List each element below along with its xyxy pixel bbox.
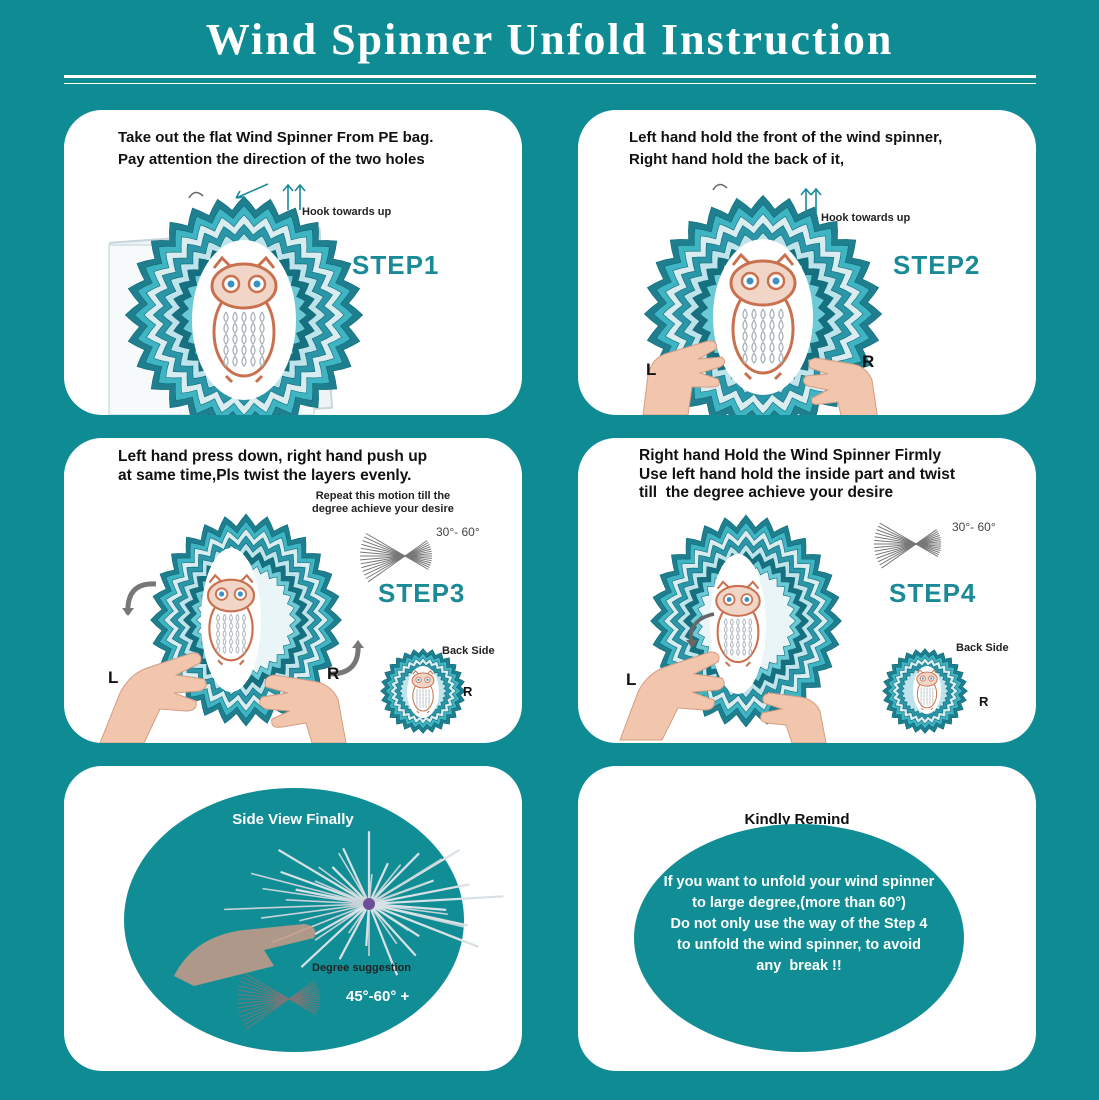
step3-label: STEP3 — [378, 578, 466, 608]
step3-back-mark: R — [463, 684, 473, 699]
rotate-arrow-icon — [329, 640, 364, 677]
step4-left-mark: L — [626, 670, 637, 689]
angle-fan-icon — [237, 972, 321, 1030]
step3-right-mark: R — [327, 664, 340, 683]
angle-fan-icon — [874, 522, 942, 569]
wind-spinner-owl-icon — [108, 191, 364, 415]
step1-line-2: Pay attention the direction of the two h… — [118, 151, 425, 168]
arrow-hint-icon — [235, 183, 269, 199]
step2-hook-note: Hook towards up — [821, 212, 911, 224]
step4-line-1: Right hand Hold the Wind Spinner Firmly — [639, 447, 942, 464]
step4-label: STEP4 — [889, 578, 977, 608]
step3-line-2: at same time,Pls twist the layers evenly… — [118, 467, 412, 484]
angle-fan-icon — [360, 533, 432, 583]
step1-label: STEP1 — [352, 250, 440, 280]
remind-text: If you want to unfold your wind spinner … — [663, 874, 935, 974]
wind-spinner-back-icon — [882, 648, 968, 734]
step2-panel: Left hand hold the front of the wind spi… — [578, 110, 1036, 415]
remind-oval: If you want to unfold your wind spinner … — [634, 824, 964, 1052]
step1-line-1: Take out the flat Wind Spinner From PE b… — [118, 129, 434, 146]
degree-suggestion-label: Degree suggestion — [312, 962, 412, 974]
hand-icon — [760, 692, 827, 743]
step4-back-mark: R — [979, 694, 989, 709]
wind-spinner-back-icon — [380, 648, 466, 734]
step4-angle: 30°- 60° — [952, 520, 996, 534]
step2-label: STEP2 — [893, 250, 981, 280]
spinner-side-view-icon — [174, 831, 504, 986]
step2-left-mark: L — [646, 360, 657, 379]
divider-top — [64, 75, 1036, 78]
wind-spinner-owl-icon — [150, 513, 342, 727]
hand-icon — [99, 652, 207, 743]
rotate-arrow-icon — [122, 581, 157, 616]
step2-right-mark: R — [862, 352, 875, 371]
arrow-up-icon — [282, 183, 306, 210]
step4-line-3: till the degree achieve your desire — [639, 484, 894, 501]
step3-panel: Left hand press down, right hand push up… — [64, 438, 522, 743]
hand-icon — [259, 674, 347, 743]
arrow-up-icon — [800, 187, 822, 214]
page-title: Wind Spinner Unfold Instruction — [205, 15, 894, 64]
step4-panel: Right hand Hold the Wind Spinner Firmly … — [578, 438, 1036, 743]
rotate-arrow-icon — [686, 612, 715, 648]
step1-panel: Take out the flat Wind Spinner From PE b… — [64, 110, 522, 415]
step3-back-side: Back Side — [442, 645, 495, 657]
step4-line-2: Use left hand hold the inside part and t… — [639, 466, 956, 483]
step2-line-1: Left hand hold the front of the wind spi… — [629, 129, 943, 146]
step3-angle: 30°- 60° — [436, 525, 480, 539]
remind-panel: Kindly Remind If you want to unfold your… — [578, 766, 1036, 1071]
degree-suggestion-value: 45°-60° + — [346, 988, 410, 1005]
step3-left-mark: L — [108, 668, 119, 687]
divider-bottom — [64, 83, 1036, 84]
step2-line-2: Right hand hold the back of it, — [629, 151, 844, 168]
hand-icon — [802, 357, 878, 415]
step1-hook-note: Hook towards up — [302, 206, 392, 218]
step3-repeat-note: Repeat this motion till the degree achie… — [312, 490, 454, 515]
side-view-panel: Side View Finally Degree suggestion 45°-… — [64, 766, 522, 1071]
step4-back-side: Back Side — [956, 642, 1009, 654]
hand-icon — [619, 651, 725, 741]
remind-title: Kindly Remind — [744, 811, 850, 828]
hand-icon — [642, 340, 726, 415]
step3-line-1: Left hand press down, right hand push up — [118, 448, 428, 465]
side-view-title: Side View Finally — [232, 811, 354, 828]
wind-spinner-owl-icon — [650, 514, 842, 728]
